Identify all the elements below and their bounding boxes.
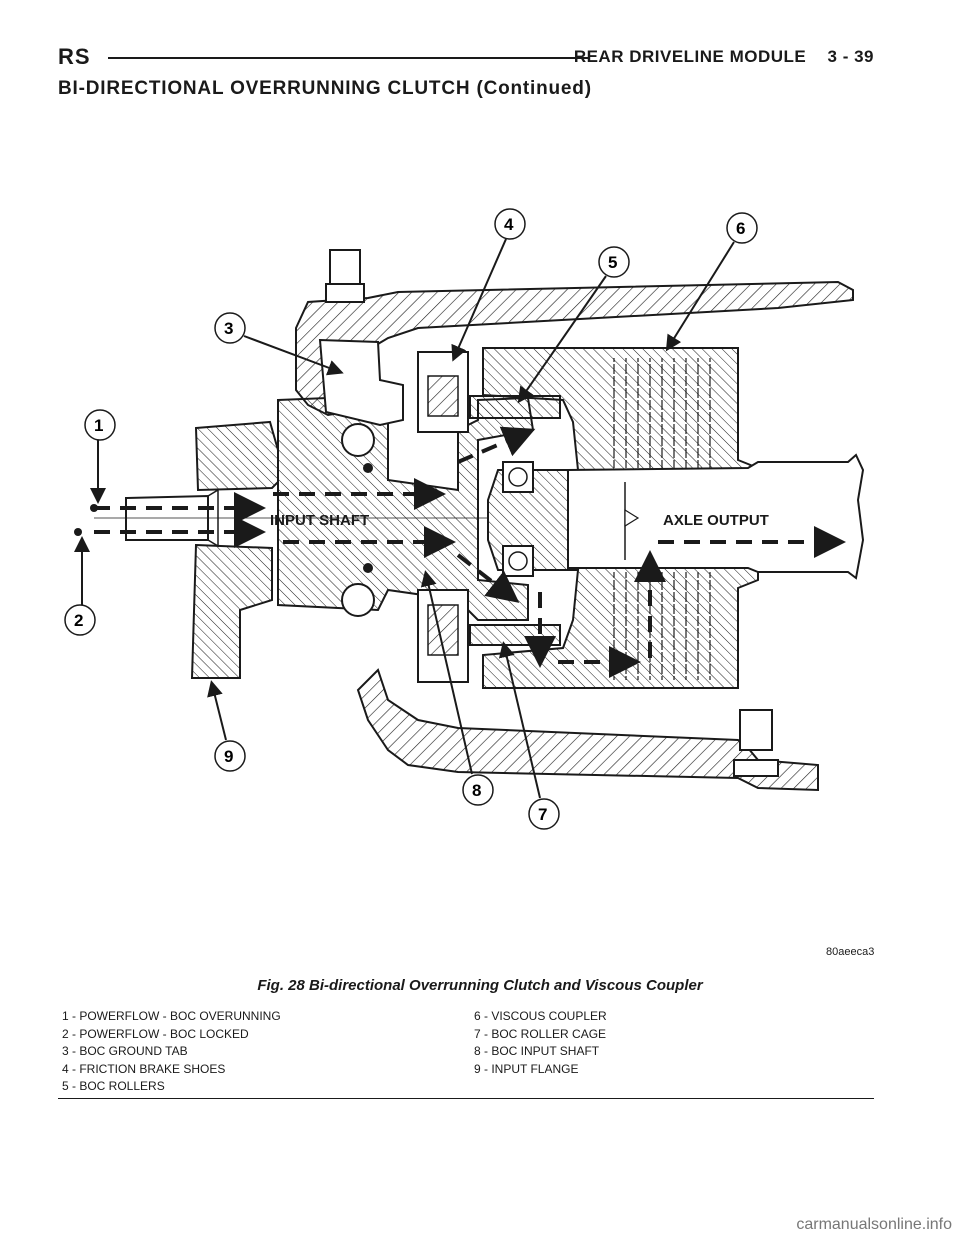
- svg-text:8: 8: [472, 781, 481, 800]
- legend-left-column: 1 - POWERFLOW - BOC OVERUNNING 2 - POWER…: [62, 1008, 281, 1096]
- footer-watermark: carmanualsonline.info: [796, 1216, 952, 1233]
- roller-cage: [469, 624, 561, 646]
- axle-output-shaft: [567, 453, 865, 580]
- callout-6: 6: [665, 212, 758, 352]
- powerflow-arrows: [94, 426, 846, 678]
- legend-item: 2 - POWERFLOW - BOC LOCKED: [62, 1026, 249, 1041]
- legend-rule: [58, 1098, 874, 1099]
- header-right: REAR DRIVELINE MODULE 3 - 39: [558, 47, 874, 67]
- bearing-lower: [341, 583, 375, 617]
- callout-7: 7: [498, 641, 560, 830]
- coupler-plates: [603, 358, 715, 468]
- top-bolt: [329, 249, 361, 285]
- input-shaft-label: INPUT SHAFT: [270, 512, 369, 529]
- ground-tab: [318, 338, 404, 427]
- legend-right-column: 6 - VISCOUS COUPLER 7 - BOC ROLLER CAGE …: [474, 1008, 607, 1078]
- section-title: BI-DIRECTIONAL OVERRUNNING CLUTCH (Conti…: [58, 78, 592, 99]
- callout-4: 4: [451, 208, 526, 362]
- legend-item: 7 - BOC ROLLER CAGE: [474, 1026, 607, 1041]
- svg-text:3: 3: [224, 319, 233, 338]
- callout-2: 2: [64, 536, 96, 636]
- page-header: RS REAR DRIVELINE MODULE 3 - 39: [58, 44, 874, 70]
- axle-output-label: AXLE OUTPUT: [663, 512, 769, 529]
- callout-3: 3: [214, 312, 344, 376]
- clutch-diagram-svg: INPUT SHAFT AXLE OUTPUT 1 2 3 4 5: [64, 208, 865, 830]
- figure-caption: Fig. 28 Bi-directional Overrunning Clutc…: [257, 977, 703, 994]
- legend-item: 9 - INPUT FLANGE: [474, 1061, 579, 1076]
- legend-item: 4 - FRICTION BRAKE SHOES: [62, 1061, 226, 1076]
- page-number: 3 - 39: [827, 47, 874, 66]
- figure-code: 80aeeca3: [826, 946, 875, 958]
- module-title: REAR DRIVELINE MODULE: [573, 47, 807, 66]
- svg-text:5: 5: [608, 253, 617, 272]
- callout-8: 8: [420, 570, 494, 806]
- svg-text:1: 1: [94, 416, 103, 435]
- bottom-bolt: [739, 709, 773, 751]
- input-flange: [194, 420, 279, 492]
- svg-text:6: 6: [736, 219, 745, 238]
- header-rule: [108, 57, 588, 59]
- legend-item: 3 - BOC GROUND TAB: [62, 1044, 188, 1058]
- bearing-upper: [341, 423, 375, 457]
- legend-item: 5 - BOC ROLLERS: [62, 1079, 165, 1093]
- svg-text:4: 4: [504, 215, 514, 234]
- callout-9: 9: [207, 680, 246, 772]
- section-code: RS: [58, 44, 91, 69]
- legend-item: 1 - POWERFLOW - BOC OVERUNNING: [62, 1009, 281, 1023]
- svg-text:9: 9: [224, 747, 233, 766]
- svg-text:2: 2: [74, 611, 83, 630]
- legend-item: 8 - BOC INPUT SHAFT: [474, 1044, 600, 1058]
- housing-lower: [356, 668, 819, 792]
- legend-item: 6 - VISCOUS COUPLER: [474, 1009, 607, 1023]
- callout-1: 1: [84, 409, 116, 504]
- callout-5: 5: [517, 246, 630, 404]
- svg-text:7: 7: [538, 805, 547, 824]
- clutch-diagram: INPUT SHAFT AXLE OUTPUT 1 2 3 4 5: [58, 200, 878, 960]
